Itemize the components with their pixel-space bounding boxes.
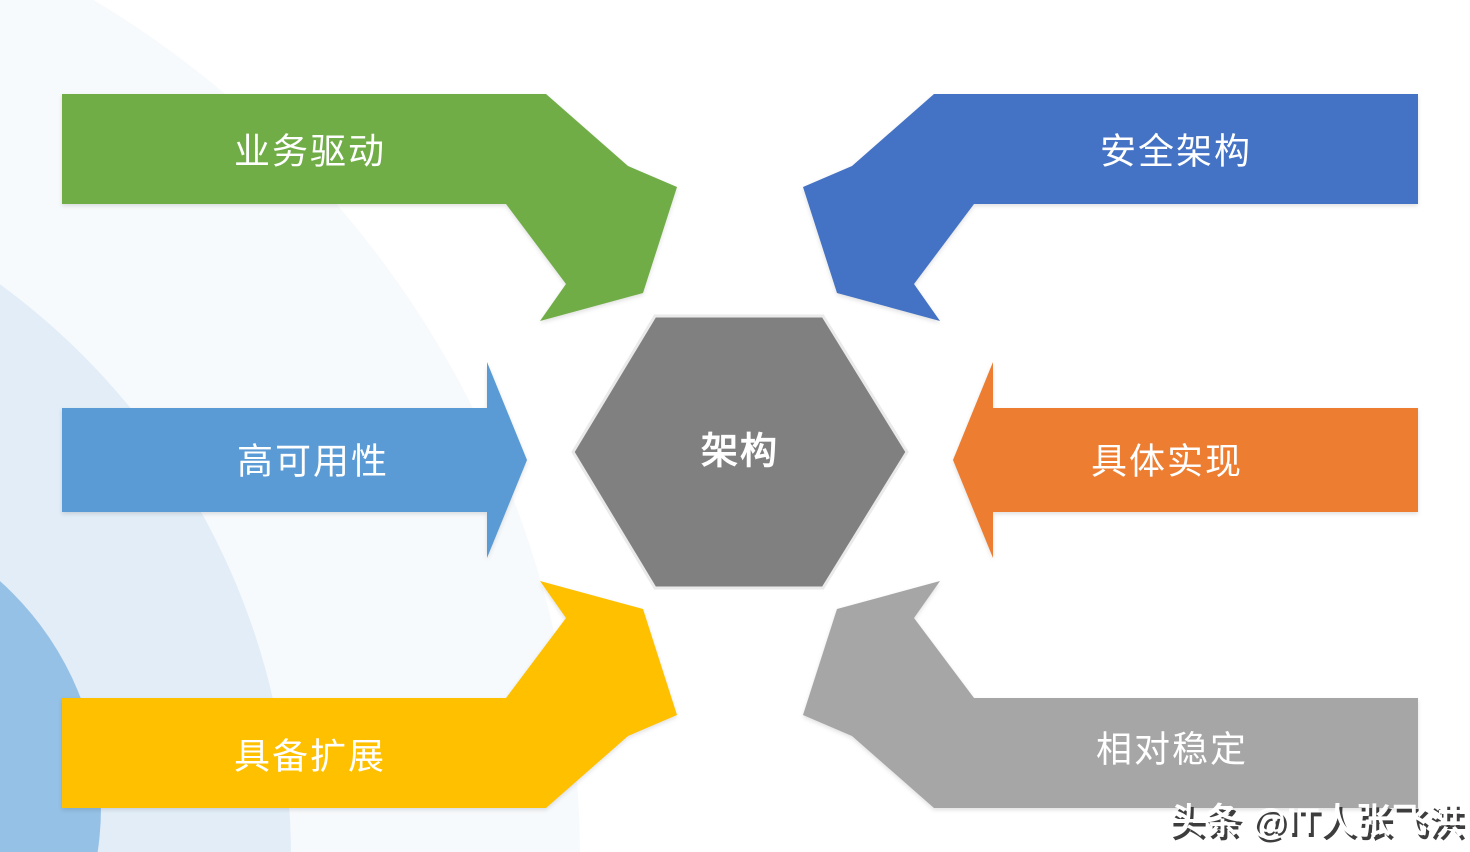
arrow-security-architecture	[803, 94, 1418, 321]
arrow-group: 业务驱动 安全架构 高可用性 具体实现 具备扩展 相对稳定	[62, 94, 1418, 808]
arrow-security-architecture-label: 安全架构	[1100, 131, 1252, 172]
watermark-text: 头条 @IT人张飞洪	[1169, 802, 1464, 841]
center-hexagon	[573, 316, 907, 588]
arrow-business-driven	[62, 94, 677, 321]
arrow-high-availability-label: 高可用性	[237, 441, 389, 482]
center-hexagon-group: 架构	[571, 314, 909, 590]
arrow-scalability	[62, 581, 677, 808]
arrow-concrete-implementation-label: 具体实现	[1091, 441, 1243, 482]
arrow-business-driven-label: 业务驱动	[234, 131, 386, 172]
arrow-concrete-implementation	[953, 362, 1418, 558]
arrow-relative-stability-label: 相对稳定	[1096, 729, 1248, 770]
arrow-high-availability	[62, 362, 527, 558]
center-hexagon-label: 架构	[701, 431, 779, 472]
arrow-relative-stability	[803, 581, 1418, 808]
arrow-scalability-label: 具备扩展	[234, 736, 386, 777]
center-hexagon-border	[571, 314, 909, 590]
